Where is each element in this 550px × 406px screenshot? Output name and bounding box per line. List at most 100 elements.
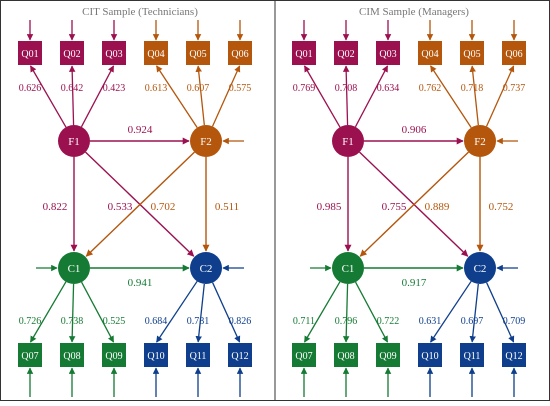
indicator-label-q09: Q09 [105,351,122,362]
indicator-label-q08: Q08 [63,351,80,362]
loading-arrow [80,281,115,343]
loading-value-q01: 0.769 [293,83,316,94]
indicator-box-q04 [418,41,442,65]
loading-arrow [354,65,389,128]
loading-value-q09: 0.722 [377,316,400,327]
factor-node-c1 [332,252,364,284]
indicator-box-q06 [228,41,252,65]
loading-value-q12: 0.709 [503,316,526,327]
loading-arrow [342,283,350,343]
indicator-label-q06: Q06 [231,49,248,60]
indicator-box-q03 [376,41,400,65]
indicator-label-q07: Q07 [21,351,38,362]
loading-arrow [485,65,515,127]
loading-value-q11: 0.781 [187,316,210,327]
loading-arrow [68,283,76,343]
indicator-label-q05: Q05 [463,49,480,60]
loading-arrow [469,283,479,343]
indicator-box-q09 [376,343,400,367]
loading-value-q07: 0.711 [293,316,315,327]
loading-arrow [469,65,479,126]
indicator-label-q03: Q03 [105,49,122,60]
factor-label-f2: F2 [200,136,212,148]
loading-arrow [486,282,515,343]
path-value-f1-c2: 0.755 [382,201,407,213]
path-value-f1-c1: 0.985 [317,201,342,213]
indicator-label-q02: Q02 [337,49,354,60]
path-value-f2-c1: 0.702 [151,201,176,213]
loading-arrow [29,65,67,128]
loading-value-q08: 0.796 [335,316,358,327]
loading-value-q05: 0.718 [461,83,484,94]
indicator-box-q11 [186,343,210,367]
indicator-box-q07 [292,343,316,367]
indicator-box-q01 [292,41,316,65]
indicator-label-q10: Q10 [147,351,164,362]
indicator-label-q03: Q03 [379,49,396,60]
factor-node-c2 [464,252,496,284]
factor-node-c1 [58,252,90,284]
indicator-label-q04: Q04 [147,49,164,60]
indicator-label-q07: Q07 [295,351,312,362]
indicator-box-q05 [186,41,210,65]
loading-value-q01: 0.626 [19,83,42,94]
indicator-label-q02: Q02 [63,49,80,60]
indicator-label-q08: Q08 [337,351,354,362]
indicator-label-q11: Q11 [190,351,207,362]
indicator-box-q08 [60,343,84,367]
indicator-label-q01: Q01 [21,49,38,60]
loading-value-q05: 0.607 [187,83,210,94]
factor-label-f1: F1 [68,136,80,148]
indicator-box-q02 [60,41,84,65]
loading-value-q04: 0.762 [419,83,442,94]
path-value-f1-f2: 0.906 [402,124,427,136]
path-arrow-f2_c1 [359,151,469,257]
loading-value-q03: 0.423 [103,83,126,94]
loading-value-q08: 0.738 [61,316,84,327]
indicator-box-q11 [460,343,484,367]
indicator-box-q01 [18,41,42,65]
indicator-label-q12: Q12 [231,351,248,362]
factor-node-f2 [190,125,222,157]
loading-arrow [303,281,341,343]
path-value-f1-f2: 0.924 [128,124,153,136]
indicator-label-q01: Q01 [295,49,312,60]
loading-arrow [195,283,205,343]
path-value-f2-c2: 0.511 [215,201,239,213]
panel-cit: CIT Sample (Technicians)Q010.626Q020.642… [18,6,252,397]
indicator-box-q02 [334,41,358,65]
path-value-f2-c1: 0.889 [425,201,450,213]
factor-label-c1: C1 [342,263,355,275]
loading-value-q06: 0.737 [503,83,526,94]
indicator-label-q05: Q05 [189,49,206,60]
loading-arrow [68,65,76,126]
factor-label-f2: F2 [474,136,486,148]
indicator-box-q08 [334,343,358,367]
indicator-box-q12 [228,343,252,367]
loading-value-q12: 0.826 [229,316,252,327]
indicator-label-q11: Q11 [464,351,481,362]
loading-value-q10: 0.684 [145,316,168,327]
indicator-box-q12 [502,343,526,367]
path-value-c1-c2: 0.941 [128,277,153,289]
indicator-box-q05 [460,41,484,65]
loading-arrow [156,65,198,128]
loading-value-q06: 0.575 [229,83,252,94]
factor-label-c2: C2 [474,263,487,275]
loading-arrow [29,281,67,343]
loading-value-q04: 0.613 [145,83,168,94]
indicator-label-q09: Q09 [379,351,396,362]
loading-value-q09: 0.525 [103,316,126,327]
indicator-box-q09 [102,343,126,367]
indicator-box-q07 [18,343,42,367]
path-value-c1-c2: 0.917 [402,277,427,289]
indicator-box-q04 [144,41,168,65]
path-value-f2-c2: 0.752 [489,201,514,213]
loading-value-q02: 0.708 [335,83,358,94]
path-value-f1-c1: 0.822 [43,201,68,213]
loading-arrow [211,65,241,127]
panel-title: CIM Sample (Managers) [359,6,469,18]
factor-label-c2: C2 [200,263,213,275]
